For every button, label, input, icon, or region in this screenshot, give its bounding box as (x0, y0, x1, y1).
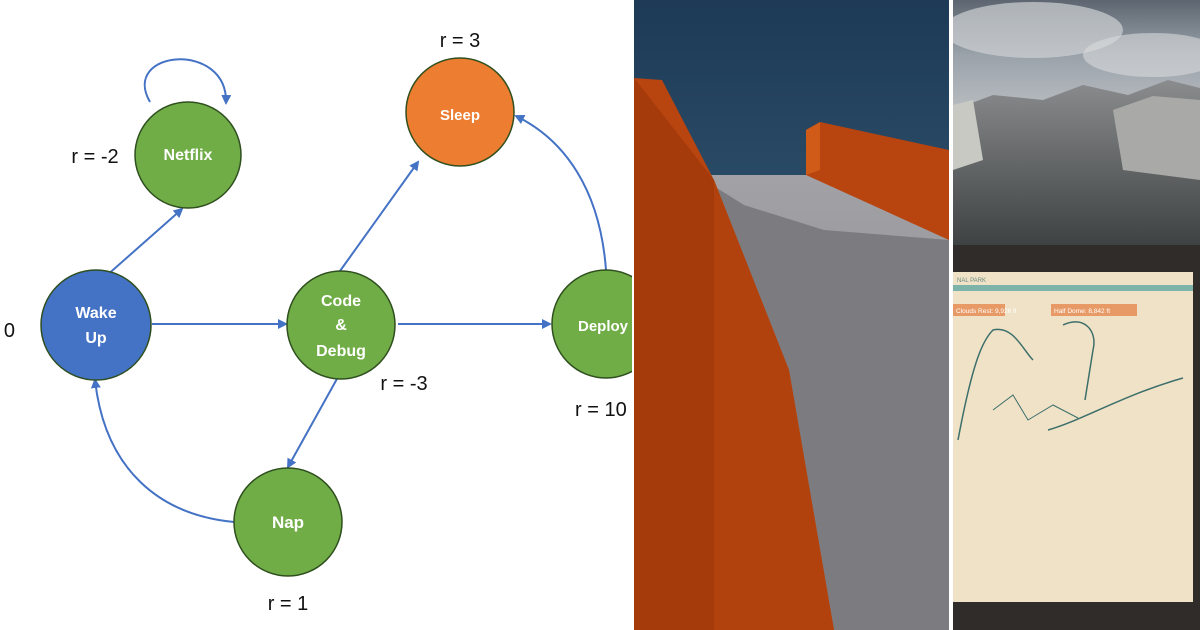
edge-netflix-self-loop (143, 58, 232, 105)
node-netflix: Netflix (134, 101, 242, 209)
node-netflix-label: Netflix (164, 147, 213, 164)
node-deploy-label: Deploy (578, 318, 629, 335)
granite-slope (1113, 96, 1200, 180)
node-wake-up-label-line2: Up (85, 330, 107, 347)
node-code-debug-label-line2: & (335, 317, 347, 334)
edges (90, 58, 607, 523)
mountain-photo: NAL PARK Clouds Rest: 9,926 ft Half Dome… (953, 0, 1200, 630)
left-wall-front (634, 78, 714, 630)
edge-nap-to-wakeup (90, 378, 235, 523)
node-nap-label: Nap (272, 513, 304, 532)
reward-netflix: r = -2 (71, 146, 118, 168)
node-sleep: Sleep (405, 57, 515, 167)
edge-wakeup-to-netflix (104, 207, 184, 278)
sign-tag-left-text: Clouds Rest: 9,926 ft (956, 308, 1017, 315)
reward-nap: r = 1 (268, 593, 309, 615)
edge-code-to-nap (287, 376, 339, 469)
edge-deploy-to-sleep (514, 115, 607, 271)
corridor-render-panel (634, 0, 949, 630)
node-sleep-label: Sleep (440, 107, 480, 124)
node-nap-circle (233, 467, 343, 577)
node-wake-up: Wake Up (40, 269, 152, 381)
node-sleep-circle (405, 57, 515, 167)
reward-sleep: r = 3 (440, 30, 481, 52)
node-code-debug: Code & Debug (286, 270, 396, 380)
node-deploy: Deploy (551, 269, 632, 379)
cloud (1083, 33, 1200, 77)
reward-deploy: r = 10 (575, 399, 627, 421)
mdp-diagram: Netflix Wake Up Code & Debug Sleep Deplo… (4, 30, 632, 615)
mdp-diagram-panel: Netflix Wake Up Code & Debug Sleep Deplo… (3, 30, 632, 615)
node-code-debug-label-line1: Code (321, 293, 361, 310)
node-deploy-circle (551, 269, 632, 379)
corridor-render (634, 0, 949, 630)
right-wall (806, 122, 949, 240)
reward-code-debug: r = -3 (380, 373, 427, 395)
left-wall-face (714, 180, 834, 630)
sign-drawing-trees (992, 394, 1079, 421)
granite-dome (953, 100, 983, 170)
mountain-photo-panel: NAL PARK Clouds Rest: 9,926 ft Half Dome… (953, 0, 1200, 630)
sign-stripe (953, 285, 1193, 291)
node-wake-up-circle (40, 269, 152, 381)
sign-header: NAL PARK (957, 278, 986, 284)
sign-tag-right-text: Half Dome: 8,842 ft (1054, 308, 1110, 315)
node-code-debug-circle (286, 270, 396, 380)
sign-panel (953, 272, 1193, 602)
sign-drawing (957, 321, 1184, 441)
reward-wake-up: 0 (4, 320, 15, 342)
node-netflix-circle (134, 101, 242, 209)
sign-tag-right (1051, 304, 1137, 316)
node-nap: Nap (233, 467, 343, 577)
sign-tag-left (953, 304, 1005, 316)
cloud (953, 2, 1123, 58)
right-wall-edge (806, 122, 820, 175)
node-wake-up-label-line1: Wake (75, 305, 116, 322)
edge-code-to-sleep (339, 160, 420, 272)
node-code-debug-label-line3: Debug (316, 343, 366, 360)
